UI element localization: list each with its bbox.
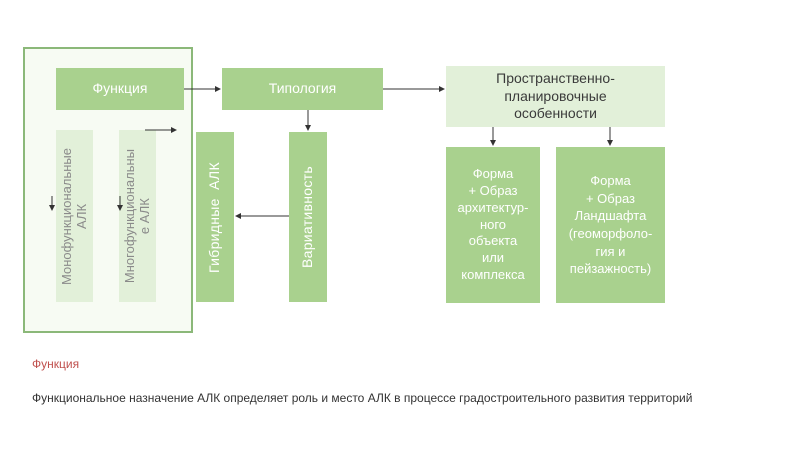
node-function[interactable]: Функция (56, 68, 184, 110)
caption-text: Функциональное назначение АЛК определяет… (32, 391, 693, 405)
node-spatial-features-label: Пространственно- планировочные особеннос… (496, 70, 615, 122)
node-typology-label: Типология (268, 80, 337, 97)
node-form-architecture-label: Форма + Образ архитектур- ного объекта и… (457, 165, 529, 283)
node-form-landscape-label: Форма + Образ Ландшафта (геоморфоло- гия… (568, 173, 653, 277)
node-form-landscape[interactable]: Форма + Образ Ландшафта (геоморфоло- гия… (556, 147, 665, 303)
node-hybrid[interactable]: Гибридные АЛК (196, 132, 234, 302)
node-variability[interactable]: Вариативность (289, 132, 327, 302)
node-form-architecture[interactable]: Форма + Образ архитектур- ного объекта и… (446, 147, 540, 303)
node-multifunctional[interactable]: Многофункциональны е АЛК (119, 130, 156, 302)
node-function-label: Функция (92, 80, 148, 97)
node-spatial-features[interactable]: Пространственно- планировочные особеннос… (446, 66, 665, 127)
node-monofunctional[interactable]: Монофункциональные АЛК (56, 130, 93, 302)
caption-title: Функция (32, 357, 80, 371)
node-typology[interactable]: Типология (222, 68, 383, 110)
